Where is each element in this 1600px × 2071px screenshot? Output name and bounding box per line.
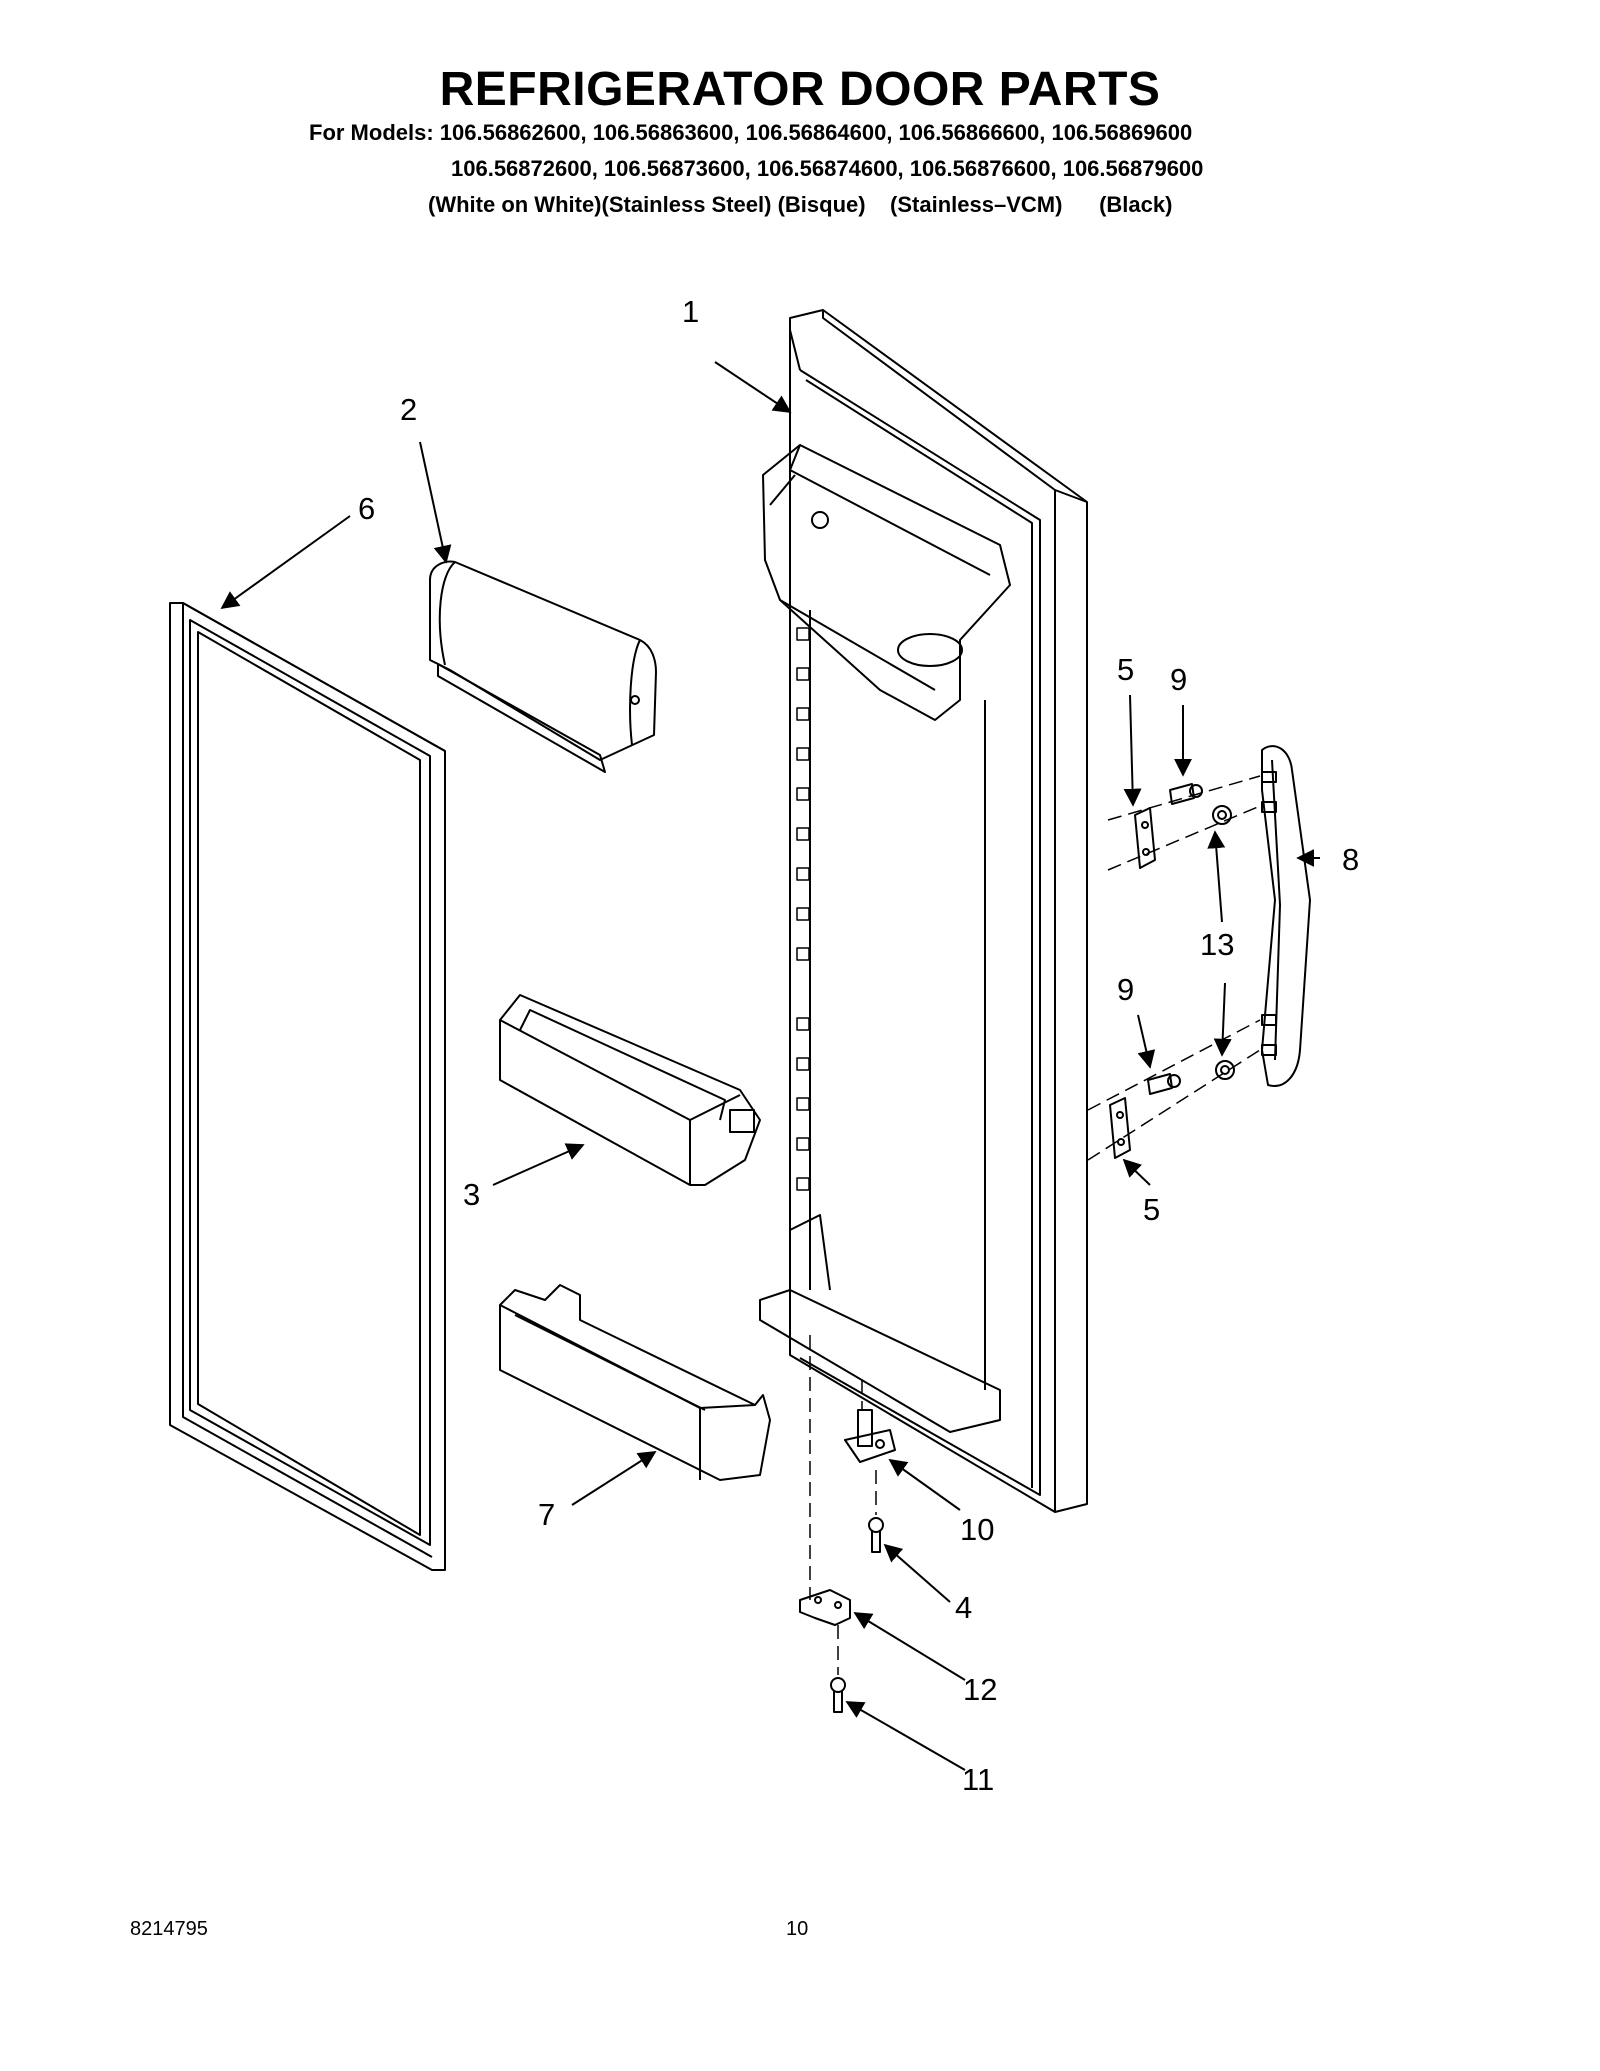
callout-3: 3 <box>463 1177 480 1212</box>
model-line-1: For Models: 106.56862600, 106.56863600, … <box>309 120 1193 145</box>
callout-11: 11 <box>962 1762 994 1797</box>
screw-upper <box>1169 783 1203 805</box>
nut-lower <box>1215 1060 1235 1080</box>
screw-lower <box>1147 1073 1181 1095</box>
model-line-2: 106.56872600, 106.56873600, 106.56874600… <box>451 156 1204 181</box>
handle-bracket-lower <box>1109 1097 1131 1159</box>
page-title: REFRIGERATOR DOOR PARTS <box>439 63 1161 116</box>
bottom-screw-part <box>830 1677 846 1713</box>
callout-2: 2 <box>400 392 417 427</box>
callout-5-upper: 5 <box>1117 652 1134 687</box>
hinge-screw-part <box>868 1517 884 1553</box>
document-number: 8214795 <box>130 1918 208 1940</box>
callout-9-upper: 9 <box>1170 662 1187 697</box>
hinge-bracket-part <box>799 1589 851 1626</box>
door-panel-part <box>759 309 1088 1513</box>
callout-7: 7 <box>538 1497 555 1532</box>
callout-9-lower: 9 <box>1117 972 1134 1007</box>
callout-4: 4 <box>955 1590 972 1625</box>
door-gasket-part <box>169 602 446 1571</box>
callout-5-lower: 5 <box>1143 1192 1160 1227</box>
nut-upper <box>1212 805 1232 825</box>
door-bin-part <box>499 994 761 1186</box>
model-color-line: (White on White)(Stainless Steel) (Bisqu… <box>428 192 1173 217</box>
callout-10: 10 <box>960 1512 994 1547</box>
callout-13: 13 <box>1200 927 1234 962</box>
page-number: 10 <box>786 1918 809 1940</box>
hinge-pin-part <box>844 1409 896 1463</box>
handle-bracket-upper <box>1134 807 1156 869</box>
callout-1: 1 <box>682 294 699 329</box>
door-bin-lower-part <box>499 1284 771 1481</box>
callout-6: 6 <box>358 491 375 526</box>
callout-12: 12 <box>963 1672 997 1707</box>
dairy-compartment-part <box>429 560 657 773</box>
callout-8: 8 <box>1342 842 1359 877</box>
door-handle-part <box>1261 745 1311 1087</box>
